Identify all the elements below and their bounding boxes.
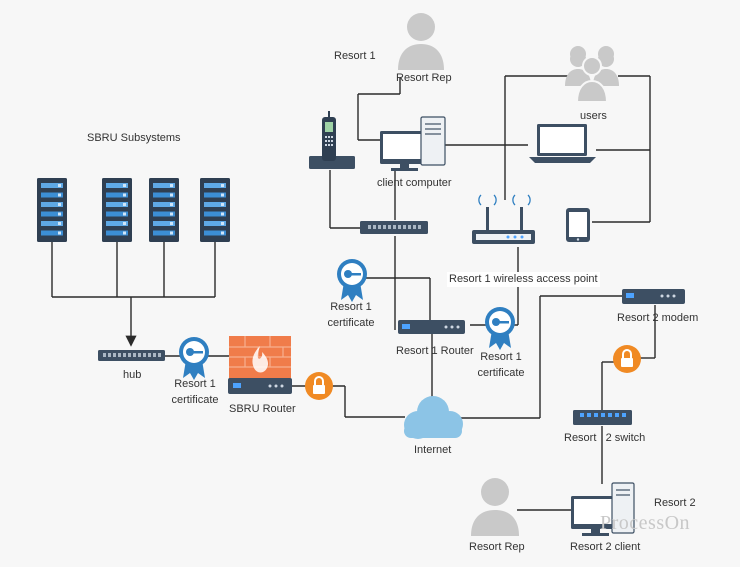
resort-rep-bottom-label: Resort Rep bbox=[469, 541, 525, 553]
resort2-modem-label: Resort 2 modem bbox=[617, 312, 699, 324]
sbru-subsystems-label: SBRU Subsystems bbox=[87, 132, 181, 144]
certificate-icon-right bbox=[485, 307, 515, 350]
phone-icon bbox=[309, 111, 355, 169]
certificate-icon-left bbox=[179, 337, 209, 380]
server-icon bbox=[200, 178, 230, 242]
sbru-router-icon bbox=[228, 378, 292, 394]
lock-icon-right bbox=[613, 345, 641, 373]
tablet-icon bbox=[566, 208, 590, 242]
resort1-switch-icon bbox=[360, 221, 428, 234]
hub-switch-icon bbox=[98, 350, 165, 361]
lock-icon-left bbox=[305, 372, 333, 400]
hub-label: hub bbox=[123, 369, 142, 381]
wireless-ap-label: Resort 1 wireless access point bbox=[447, 272, 600, 287]
resort1-label: Resort 1 bbox=[334, 50, 376, 62]
laptop-icon bbox=[529, 124, 596, 163]
users-label: users bbox=[580, 110, 607, 122]
cert-right-line2: certificate bbox=[477, 367, 525, 379]
server-icon bbox=[149, 178, 179, 242]
connections bbox=[51, 75, 656, 511]
resort1-router-label: Resort 1 Router bbox=[396, 345, 474, 357]
resort2-label: Resort 2 bbox=[654, 497, 696, 509]
sbru-router-label: SBRU Router bbox=[229, 403, 296, 415]
computer-icon-client bbox=[380, 116, 446, 171]
resort2-client-label: Resort 2 client bbox=[570, 541, 641, 553]
firewall-icon bbox=[229, 336, 291, 378]
cert-mid-line2: certificate bbox=[327, 317, 375, 329]
resort2-switch-label: Resort 2 switch bbox=[564, 432, 646, 444]
cert-left-line2: certificate bbox=[171, 394, 219, 406]
person-icon-bottom bbox=[471, 478, 519, 536]
resort1-router-icon bbox=[398, 320, 465, 334]
cert-right-line1: Resort 1 bbox=[480, 351, 522, 363]
computer-icon-resort2 bbox=[571, 482, 635, 536]
cert-left-line1: Resort 1 bbox=[174, 378, 216, 390]
resort-rep-top-label: Resort Rep bbox=[396, 72, 452, 84]
wireless-ap-icon bbox=[472, 194, 535, 244]
users-icon bbox=[565, 46, 619, 103]
resort2-modem-icon bbox=[622, 289, 685, 304]
person-icon-top bbox=[398, 13, 444, 70]
watermark: ProcessOn bbox=[600, 512, 691, 534]
server-icon bbox=[37, 178, 67, 242]
client-computer-label: client computer bbox=[377, 177, 452, 189]
resort2-switch-icon bbox=[573, 410, 632, 425]
cert-mid-line1: Resort 1 bbox=[330, 301, 372, 313]
internet-label: Internet bbox=[414, 444, 452, 456]
cloud-icon bbox=[404, 396, 463, 439]
sbru-servers bbox=[37, 178, 230, 242]
server-icon bbox=[102, 178, 132, 242]
certificate-icon-mid bbox=[337, 259, 367, 302]
